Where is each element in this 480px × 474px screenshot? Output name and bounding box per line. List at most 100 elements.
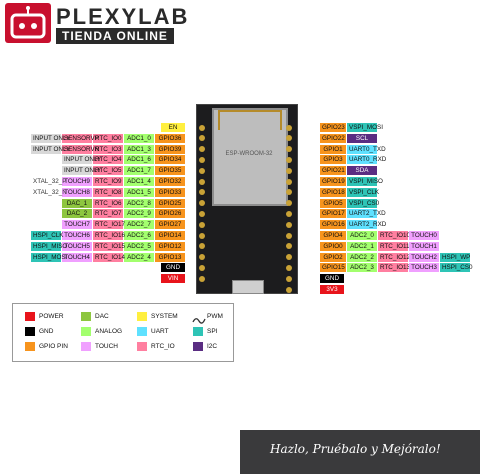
- pin-label: TOUCH8: [62, 187, 92, 197]
- legend-swatch: [81, 327, 91, 336]
- legend-label: TOUCH: [95, 343, 118, 350]
- pin-label: ADC2_1: [347, 241, 377, 251]
- pin-label: GPIO34: [155, 155, 185, 165]
- pin-label: ADC2_3: [347, 263, 377, 273]
- legend-label: DAC: [95, 313, 109, 320]
- pin-label: GPIO12: [155, 241, 185, 251]
- pin-label: RTC_IO7: [93, 209, 123, 219]
- pin-hole: [199, 135, 205, 142]
- brand-name: PLEXYLAB: [56, 4, 190, 29]
- pin-hole: [199, 146, 205, 153]
- legend-swatch: [137, 312, 147, 321]
- pin-label: TOUCH3: [409, 263, 439, 273]
- pin-label: ADC2_9: [124, 209, 154, 219]
- legend-label: GND: [39, 328, 54, 335]
- pin-label: GPIO13: [155, 252, 185, 262]
- pin-label: ADC2_8: [124, 198, 154, 208]
- robot-face-icon: [10, 6, 46, 39]
- pin-hole: [286, 156, 292, 163]
- pin-label: TOUCH5: [62, 241, 92, 251]
- pin-label: TOUCH7: [62, 220, 92, 230]
- pin-label: RTC_IO4: [93, 155, 123, 165]
- usb-port: [232, 280, 264, 294]
- pin-label: RTC_IO0: [93, 133, 123, 143]
- pin-label: GND: [320, 274, 344, 284]
- pin-label: HSPI_MOSI: [31, 252, 68, 262]
- legend-label: POWER: [39, 313, 64, 320]
- pin-label: GPIO2: [320, 252, 346, 262]
- pin-label: DAC_2: [62, 209, 92, 219]
- pin-label: GPIO18: [320, 187, 346, 197]
- pin-label: HSPI_WP: [440, 252, 471, 262]
- legend-label: UART: [151, 328, 169, 335]
- pin-label: GPIO5: [320, 198, 346, 208]
- pin-label: GPIO21: [320, 166, 346, 176]
- pin-label: GPIO39: [155, 144, 185, 154]
- pin-hole: [199, 210, 205, 217]
- pin-label: GPIO3: [320, 155, 346, 165]
- pin-label: GPIO33: [155, 187, 185, 197]
- pin-label: RTC_IO11: [378, 241, 410, 251]
- pin-label: ADC2_4: [124, 252, 154, 262]
- pin-label: RTC_IO13: [378, 263, 410, 273]
- pin-hole: [199, 232, 205, 239]
- pin-label: ADC1_3: [124, 144, 154, 154]
- legend-swatch: [81, 312, 91, 321]
- plexylab-logo: [5, 3, 51, 43]
- pin-label: RTC_IO14: [93, 252, 125, 262]
- pin-hole: [199, 156, 205, 163]
- pin-label: ADC1_0: [124, 133, 154, 143]
- pin-hole: [199, 167, 205, 174]
- pin-hole: [286, 275, 292, 282]
- pin-label: HSPI_CLK: [31, 231, 64, 240]
- pin-label: ADC2_2: [347, 252, 377, 262]
- pin-hole: [199, 124, 205, 131]
- pin-hole: [199, 264, 205, 271]
- legend-label: ANALOG: [95, 328, 123, 335]
- pin-label: GPIO14: [155, 231, 185, 240]
- pin-label: XTAL_32_N: [31, 187, 67, 197]
- pin-label: ADC1_4: [124, 177, 154, 186]
- pin-label: TOUCH9: [62, 177, 92, 186]
- pin-label: VIN: [161, 274, 185, 284]
- legend-label: RTC_IO: [151, 343, 175, 350]
- pin-label: GPIO35: [155, 166, 185, 176]
- legend-swatch: [25, 327, 35, 336]
- pin-label: UART2_TXD: [347, 209, 386, 219]
- pin-label: ADC2_0: [347, 231, 377, 240]
- pin-label: GPIO1: [320, 144, 346, 154]
- pin-label: ADC2_5: [124, 241, 154, 251]
- pin-label: RTC_IO10: [378, 231, 410, 240]
- pin-label: SDA: [347, 166, 377, 176]
- pin-label: RTC_IO12: [378, 252, 410, 262]
- pin-label: SENSORVP: [62, 133, 99, 143]
- pwm-wave-icon: [192, 312, 206, 330]
- pin-label: INPUT ONLY: [62, 166, 102, 176]
- pin-hole: [199, 221, 205, 228]
- footer-slogan: Hazlo, Pruébalo y Mejóralo!: [270, 442, 441, 456]
- module-label: ESP-WROOM-32: [225, 151, 273, 157]
- legend-label: SYSTEM: [151, 313, 178, 320]
- legend-label: SPI: [207, 328, 218, 335]
- pin-label: 3V3: [320, 285, 344, 294]
- pin-hole: [199, 243, 205, 250]
- legend-label: PWM: [207, 313, 223, 320]
- pin-label: EN: [161, 123, 185, 132]
- pin-label: GPIO4: [320, 231, 346, 240]
- pin-label: GPIO16: [320, 220, 346, 230]
- pin-label: GPIO27: [155, 220, 185, 230]
- pin-hole: [286, 178, 292, 185]
- pin-label: GPIO17: [320, 209, 346, 219]
- legend-swatch: [137, 327, 147, 336]
- pin-label: RTC_IO5: [93, 166, 123, 176]
- pin-label: GPIO26: [155, 209, 185, 219]
- pin-label: GPIO0: [320, 241, 346, 251]
- pin-label: ADC2_7: [124, 220, 154, 230]
- pin-label: TOUCH1: [409, 241, 439, 251]
- pin-label: INPUT ONLY: [62, 155, 102, 165]
- pin-hole: [286, 167, 292, 174]
- pin-hole: [199, 200, 205, 207]
- pin-label: GND: [161, 263, 185, 273]
- pin-hole: [286, 135, 292, 142]
- pin-label: RTC_IO6: [93, 198, 123, 208]
